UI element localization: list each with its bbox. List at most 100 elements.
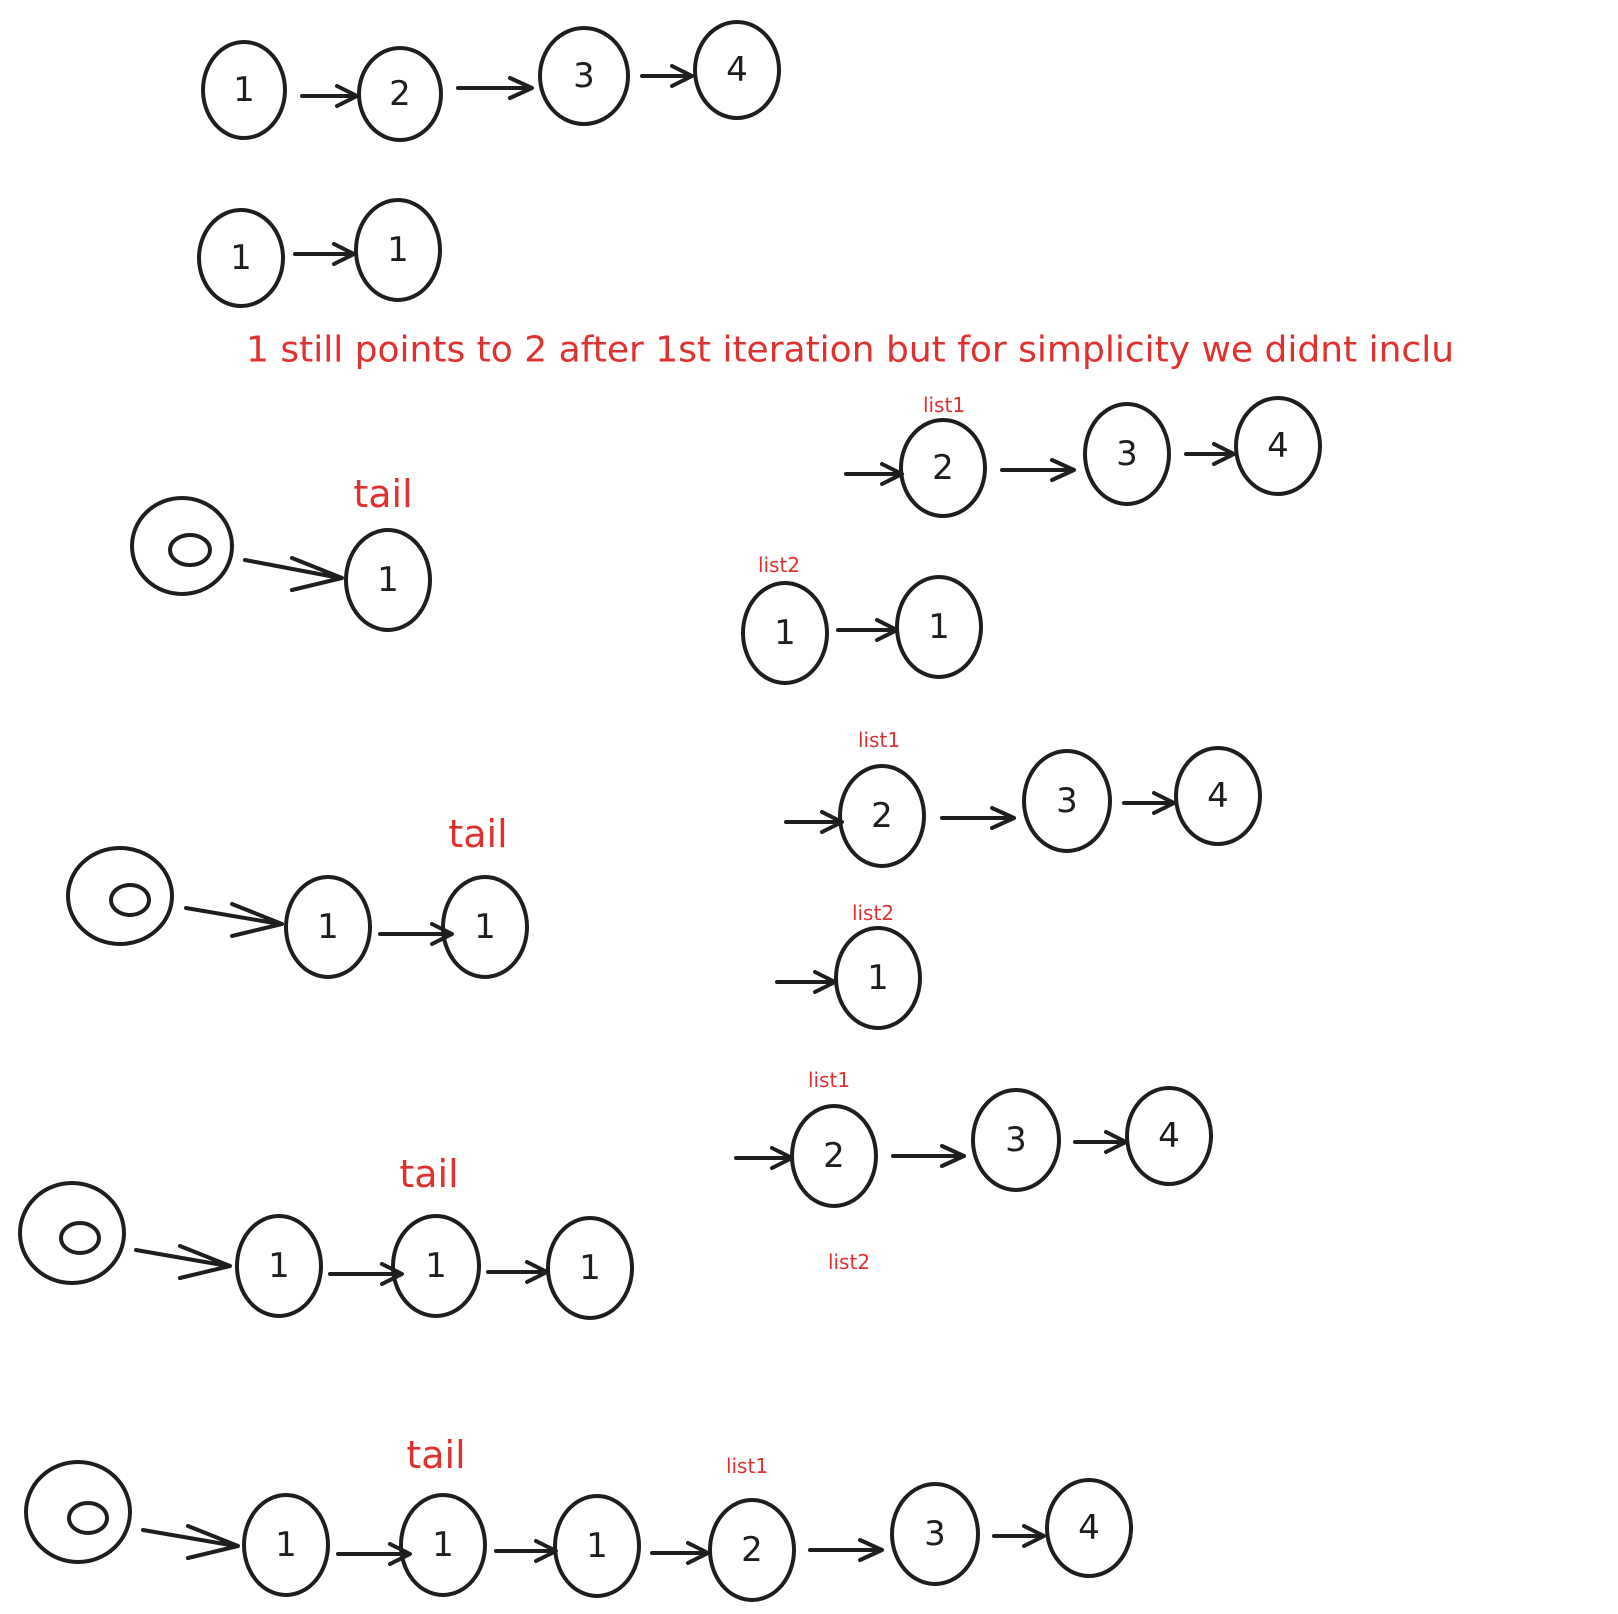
step1-merged: 1 tail [130,472,432,632]
step2-list2-n1-value: 1 [867,958,889,998]
step1-list1-node-2: 2 [899,418,987,518]
step1-list2-node-1a: 1 [741,581,829,685]
step1-list1: list1 2 3 4 [844,393,1322,518]
step2-n1-value: 1 [317,907,339,947]
step3-list1-node-2: 2 [790,1104,878,1208]
step2-list1-n2-value: 2 [871,796,893,836]
step2-list1-node-3: 3 [1022,749,1112,853]
node-a2: 2 [357,46,443,142]
node-b1-value: 1 [230,238,252,278]
step3-list1-node-4: 4 [1125,1086,1213,1186]
step2-arrow-dummy-n1 [184,902,284,938]
step2-dummy-node [66,846,174,946]
step3-list1-n2-value: 2 [823,1136,845,1176]
step2-list1-arrow-2-3 [940,806,1016,830]
step3-dummy-node [18,1181,126,1285]
step3-list1-n4-value: 4 [1158,1116,1180,1156]
step1-list1-n2-value: 2 [932,448,954,488]
step1-list2-n2-value: 1 [928,607,950,647]
step4-node-n2: 1 [399,1493,487,1597]
step3-list1-n3-value: 3 [1005,1120,1027,1160]
arrow-b1-b2 [293,242,356,266]
step2-list2-pointer-arrow [775,970,837,994]
step1-list2-arrow [836,618,899,642]
step1-list1-node-3: 3 [1083,402,1171,506]
arrow-a1-a2 [300,84,359,108]
step4-n1-value: 1 [275,1525,297,1565]
step2-list1-n3-value: 3 [1056,781,1078,821]
node-a4-value: 4 [726,50,748,90]
step2-n2-value: 1 [474,907,496,947]
step1-n1-value: 1 [377,560,399,600]
step4-node-n5: 3 [890,1482,980,1586]
step1-list2-label: list2 [758,553,800,577]
step3-list1: list1 2 3 4 [734,1068,1213,1208]
step2-tail-label: tail [448,812,507,856]
node-a3-value: 3 [573,56,595,96]
node-a3: 3 [538,26,630,126]
step2-list1-n4-value: 4 [1207,776,1229,816]
step4-n3-value: 1 [586,1526,608,1566]
step3-list1-arrow-2-3 [891,1144,966,1168]
step3-list1-node-3: 3 [971,1088,1061,1192]
node-a1: 1 [201,40,287,140]
step2-arrow-n1-n2 [378,922,454,946]
node-a4: 4 [693,20,781,120]
step3-tail-label: tail [399,1152,458,1196]
step3-node-n3: 1 [546,1216,634,1320]
step3-n1-value: 1 [268,1246,290,1286]
step1-dummy-node [130,496,234,596]
step3-node-n2: 1 [391,1214,481,1318]
node-b1: 1 [197,208,285,308]
node-a1-value: 1 [233,70,255,110]
step4-n5-value: 3 [924,1514,946,1554]
step4-arrow-dummy-n1 [141,1524,240,1560]
step3-merged: 1 1 1 tail [18,1152,634,1320]
step2-list1-label: list1 [858,728,900,752]
step4-dummy-node [24,1460,132,1564]
step4-n4-value: 2 [741,1530,763,1570]
step2-list2-label: list2 [852,901,894,925]
step4-arrow-n3-n4 [650,1541,710,1565]
step3-arrow-n2-n3 [486,1260,549,1284]
step2-merged: 1 1 tail [66,812,529,979]
step1-arrow-dummy-n1 [243,556,344,592]
step2-list1-pointer-arrow [784,810,844,834]
step2-list1-node-2: 2 [838,764,926,868]
node-b2: 1 [354,198,442,302]
step4-arrow-n4-n5 [808,1538,884,1562]
step1-list1-label: list1 [923,393,965,417]
step1-list1-arrow-3-4 [1184,442,1236,466]
step4-n2-value: 1 [432,1525,454,1565]
step1-list2-node-1b: 1 [895,575,983,679]
arrow-a3-a4 [640,64,694,88]
step3-n2-value: 1 [425,1246,447,1286]
step4-arrow-n5-n6 [992,1524,1046,1548]
step2-node-n2: 1 [441,875,529,979]
step1-list1-n3-value: 3 [1116,434,1138,474]
step4-tail-label: tail [406,1433,465,1477]
step4-arrow-n2-n3 [494,1539,558,1563]
step3-arrow-n1-n2 [328,1262,404,1286]
step1-list2: list2 1 1 [741,553,983,685]
step2-list1-arrow-3-4 [1122,791,1176,815]
step3-list1-label: list1 [808,1068,850,1092]
step4-list1-label: list1 [726,1454,768,1478]
step4-arrow-n1-n2 [336,1542,412,1566]
step4-node-n6: 4 [1045,1478,1133,1578]
step1-list1-n4-value: 4 [1267,426,1289,466]
step3-list1-arrow-3-4 [1073,1130,1128,1154]
step3-n3-value: 1 [579,1248,601,1288]
step2-list1: list1 2 3 4 [784,728,1262,868]
step4-node-n4: 2 [708,1498,796,1602]
step1-list1-node-4: 4 [1234,396,1322,496]
step2-list1-node-4: 4 [1174,746,1262,846]
step1-node-n1: 1 [344,528,432,632]
step2-list2: list2 1 [775,901,922,1030]
step1-tail-label: tail [353,472,412,516]
step3-node-n1: 1 [235,1214,323,1318]
input-list1: 1 2 3 4 [201,20,781,142]
note-text: 1 still points to 2 after 1st iteration … [246,330,1454,371]
step4-merged: 1 1 1 2 3 4 tail list1 [24,1433,1133,1602]
step3-list2-label: list2 [828,1250,870,1274]
